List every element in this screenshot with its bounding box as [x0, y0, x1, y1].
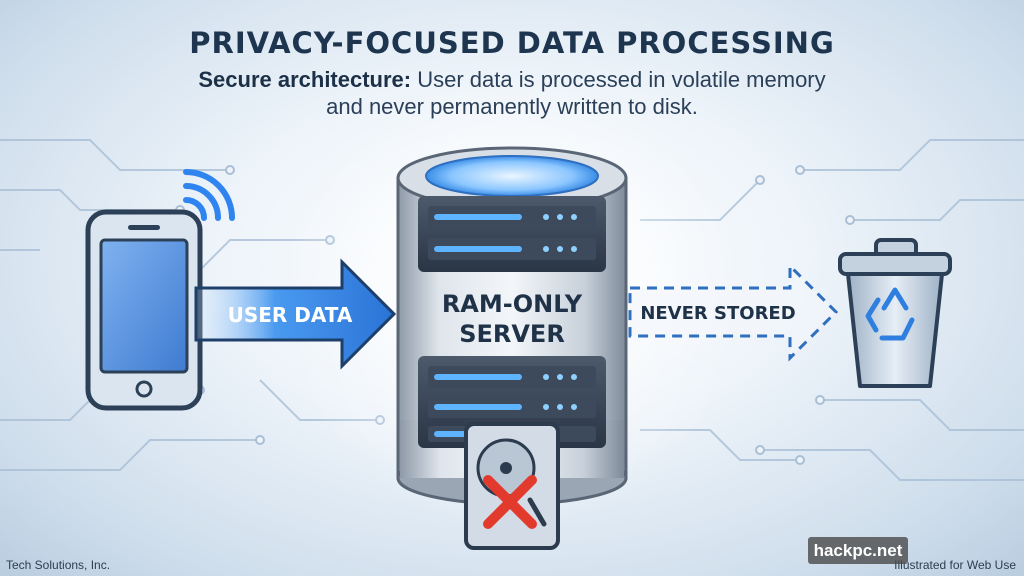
- footer-note: Illustrated for Web Use: [894, 558, 1016, 572]
- page-title: PRIVACY-FOCUSED DATA PROCESSING: [189, 26, 835, 60]
- smartphone-icon: [85, 209, 203, 411]
- subtitle: Secure architecture: User data is proces…: [162, 66, 862, 120]
- subtitle-lead: Secure architecture:: [198, 67, 412, 92]
- trash-bin-icon: [838, 238, 952, 388]
- subtitle-line1: User data is processed in volatile memor…: [417, 67, 826, 92]
- wifi-signal-icon: [183, 169, 235, 221]
- footer-credit: Tech Solutions, Inc.: [6, 558, 111, 572]
- upper-rack: [418, 196, 606, 272]
- recycle-icon: [865, 287, 915, 341]
- never-stored-label: NEVER STORED: [640, 303, 795, 324]
- subtitle-line2: and never permanently written to disk.: [326, 94, 698, 119]
- user-data-arrow: [194, 258, 397, 370]
- never-stored-arrow: [628, 262, 839, 362]
- server-label-line2: SERVER: [459, 320, 565, 348]
- user-data-label: USER DATA: [228, 303, 353, 327]
- hard-drive-icon: [464, 422, 560, 550]
- watermark: hackpc.net: [808, 537, 908, 564]
- server-label-line1: RAM-ONLY: [442, 290, 583, 318]
- cross-mark-icon: [483, 475, 537, 529]
